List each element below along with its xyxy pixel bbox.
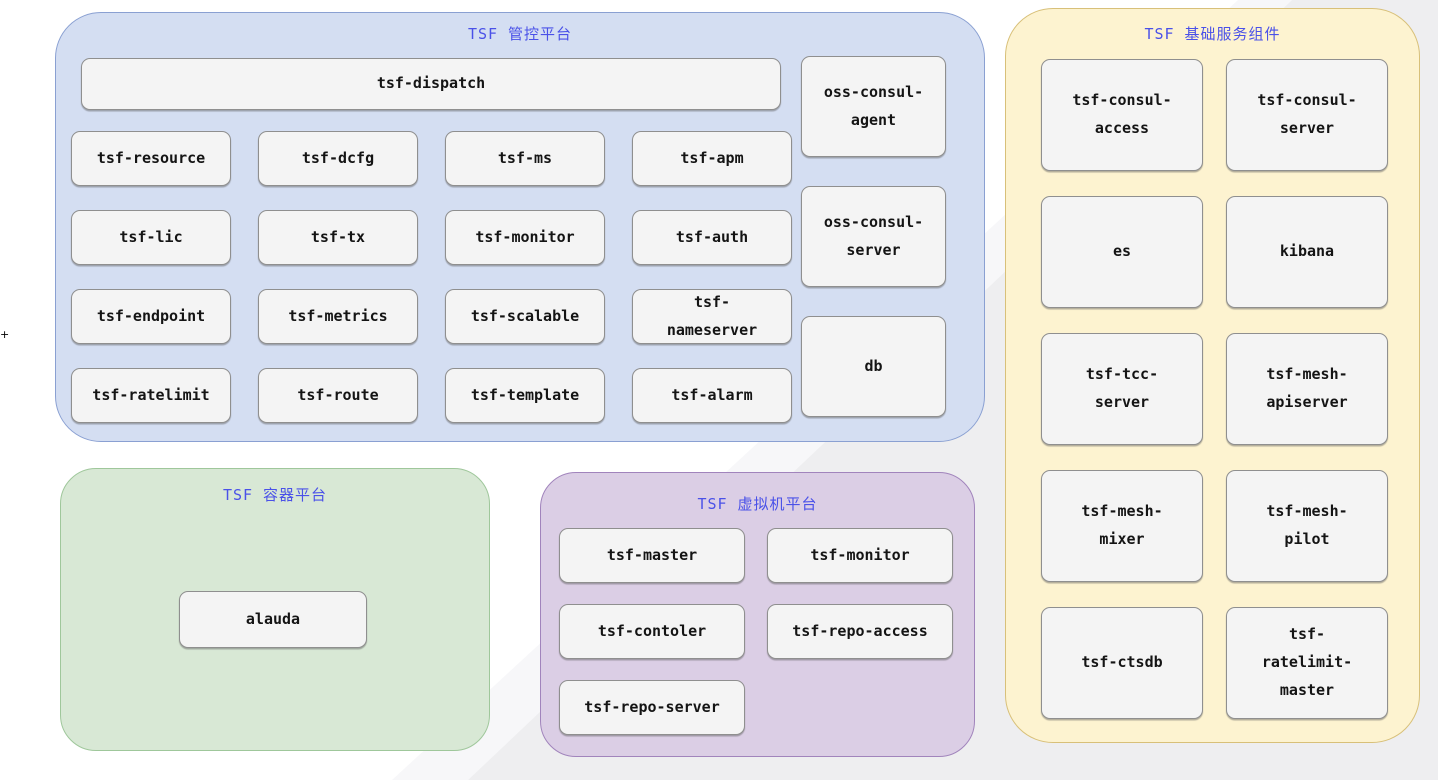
service-box: tsf-route <box>258 368 418 423</box>
service-box: tsf-auth <box>632 210 792 265</box>
service-box: tsf-alarm <box>632 368 792 423</box>
panel-container-platform: TSF 容器平台 alauda <box>60 468 490 751</box>
service-box: tsf-consul- server <box>1226 59 1388 171</box>
service-box: tsf-ms <box>445 131 605 186</box>
service-box: tsf-contoler <box>559 604 745 659</box>
service-box: tsf-endpoint <box>71 289 231 344</box>
panel-control-platform: TSF 管控平台 tsf-dispatch tsf-resource tsf-dc… <box>55 12 985 442</box>
panel-base-title: TSF 基础服务组件 <box>1144 25 1281 43</box>
service-box-dispatch: tsf-dispatch <box>81 58 781 110</box>
service-box: tsf-tx <box>258 210 418 265</box>
stray-cursor-mark: + <box>0 328 10 341</box>
service-box: tsf-repo-server <box>559 680 745 735</box>
service-box: tsf-repo-access <box>767 604 953 659</box>
service-box: tsf-tcc- server <box>1041 333 1203 445</box>
panel-vm-title: TSF 虚拟机平台 <box>697 495 818 513</box>
service-box: tsf-ctsdb <box>1041 607 1203 719</box>
control-side-column: oss-consul- agent oss-consul- server db <box>801 56 946 417</box>
vm-services-grid: tsf-master tsf-monitor tsf-contoler tsf-rep… <box>559 528 953 735</box>
service-box: tsf-mesh- apiserver <box>1226 333 1388 445</box>
service-box: db <box>801 316 946 417</box>
service-box: tsf-template <box>445 368 605 423</box>
service-box: tsf-apm <box>632 131 792 186</box>
service-box: tsf-lic <box>71 210 231 265</box>
service-box: tsf-dcfg <box>258 131 418 186</box>
service-box: tsf-resource <box>71 131 231 186</box>
service-box: tsf-monitor <box>445 210 605 265</box>
panel-control-title: TSF 管控平台 <box>467 25 573 43</box>
service-box: tsf-mesh- mixer <box>1041 470 1203 582</box>
service-box: oss-consul- agent <box>801 56 946 157</box>
service-box: tsf-metrics <box>258 289 418 344</box>
service-box: kibana <box>1226 196 1388 308</box>
service-box: tsf- nameserver <box>632 289 792 344</box>
service-box: tsf- ratelimit- master <box>1226 607 1388 719</box>
service-box: tsf-mesh- pilot <box>1226 470 1388 582</box>
service-box: alauda <box>179 591 367 648</box>
panel-vm-platform: TSF 虚拟机平台 tsf-master tsf-monitor tsf-conto… <box>540 472 975 757</box>
service-box: oss-consul- server <box>801 186 946 287</box>
service-box: es <box>1041 196 1203 308</box>
service-box: tsf-master <box>559 528 745 583</box>
service-box: tsf-monitor <box>767 528 953 583</box>
service-box: tsf-scalable <box>445 289 605 344</box>
service-box: tsf-consul- access <box>1041 59 1203 171</box>
control-services-grid: tsf-resource tsf-dcfg tsf-ms tsf-apm tsf-lic… <box>71 131 792 423</box>
panel-container-title: TSF 容器平台 <box>222 486 328 504</box>
container-services-grid: alauda <box>179 591 367 648</box>
service-box: tsf-ratelimit <box>71 368 231 423</box>
